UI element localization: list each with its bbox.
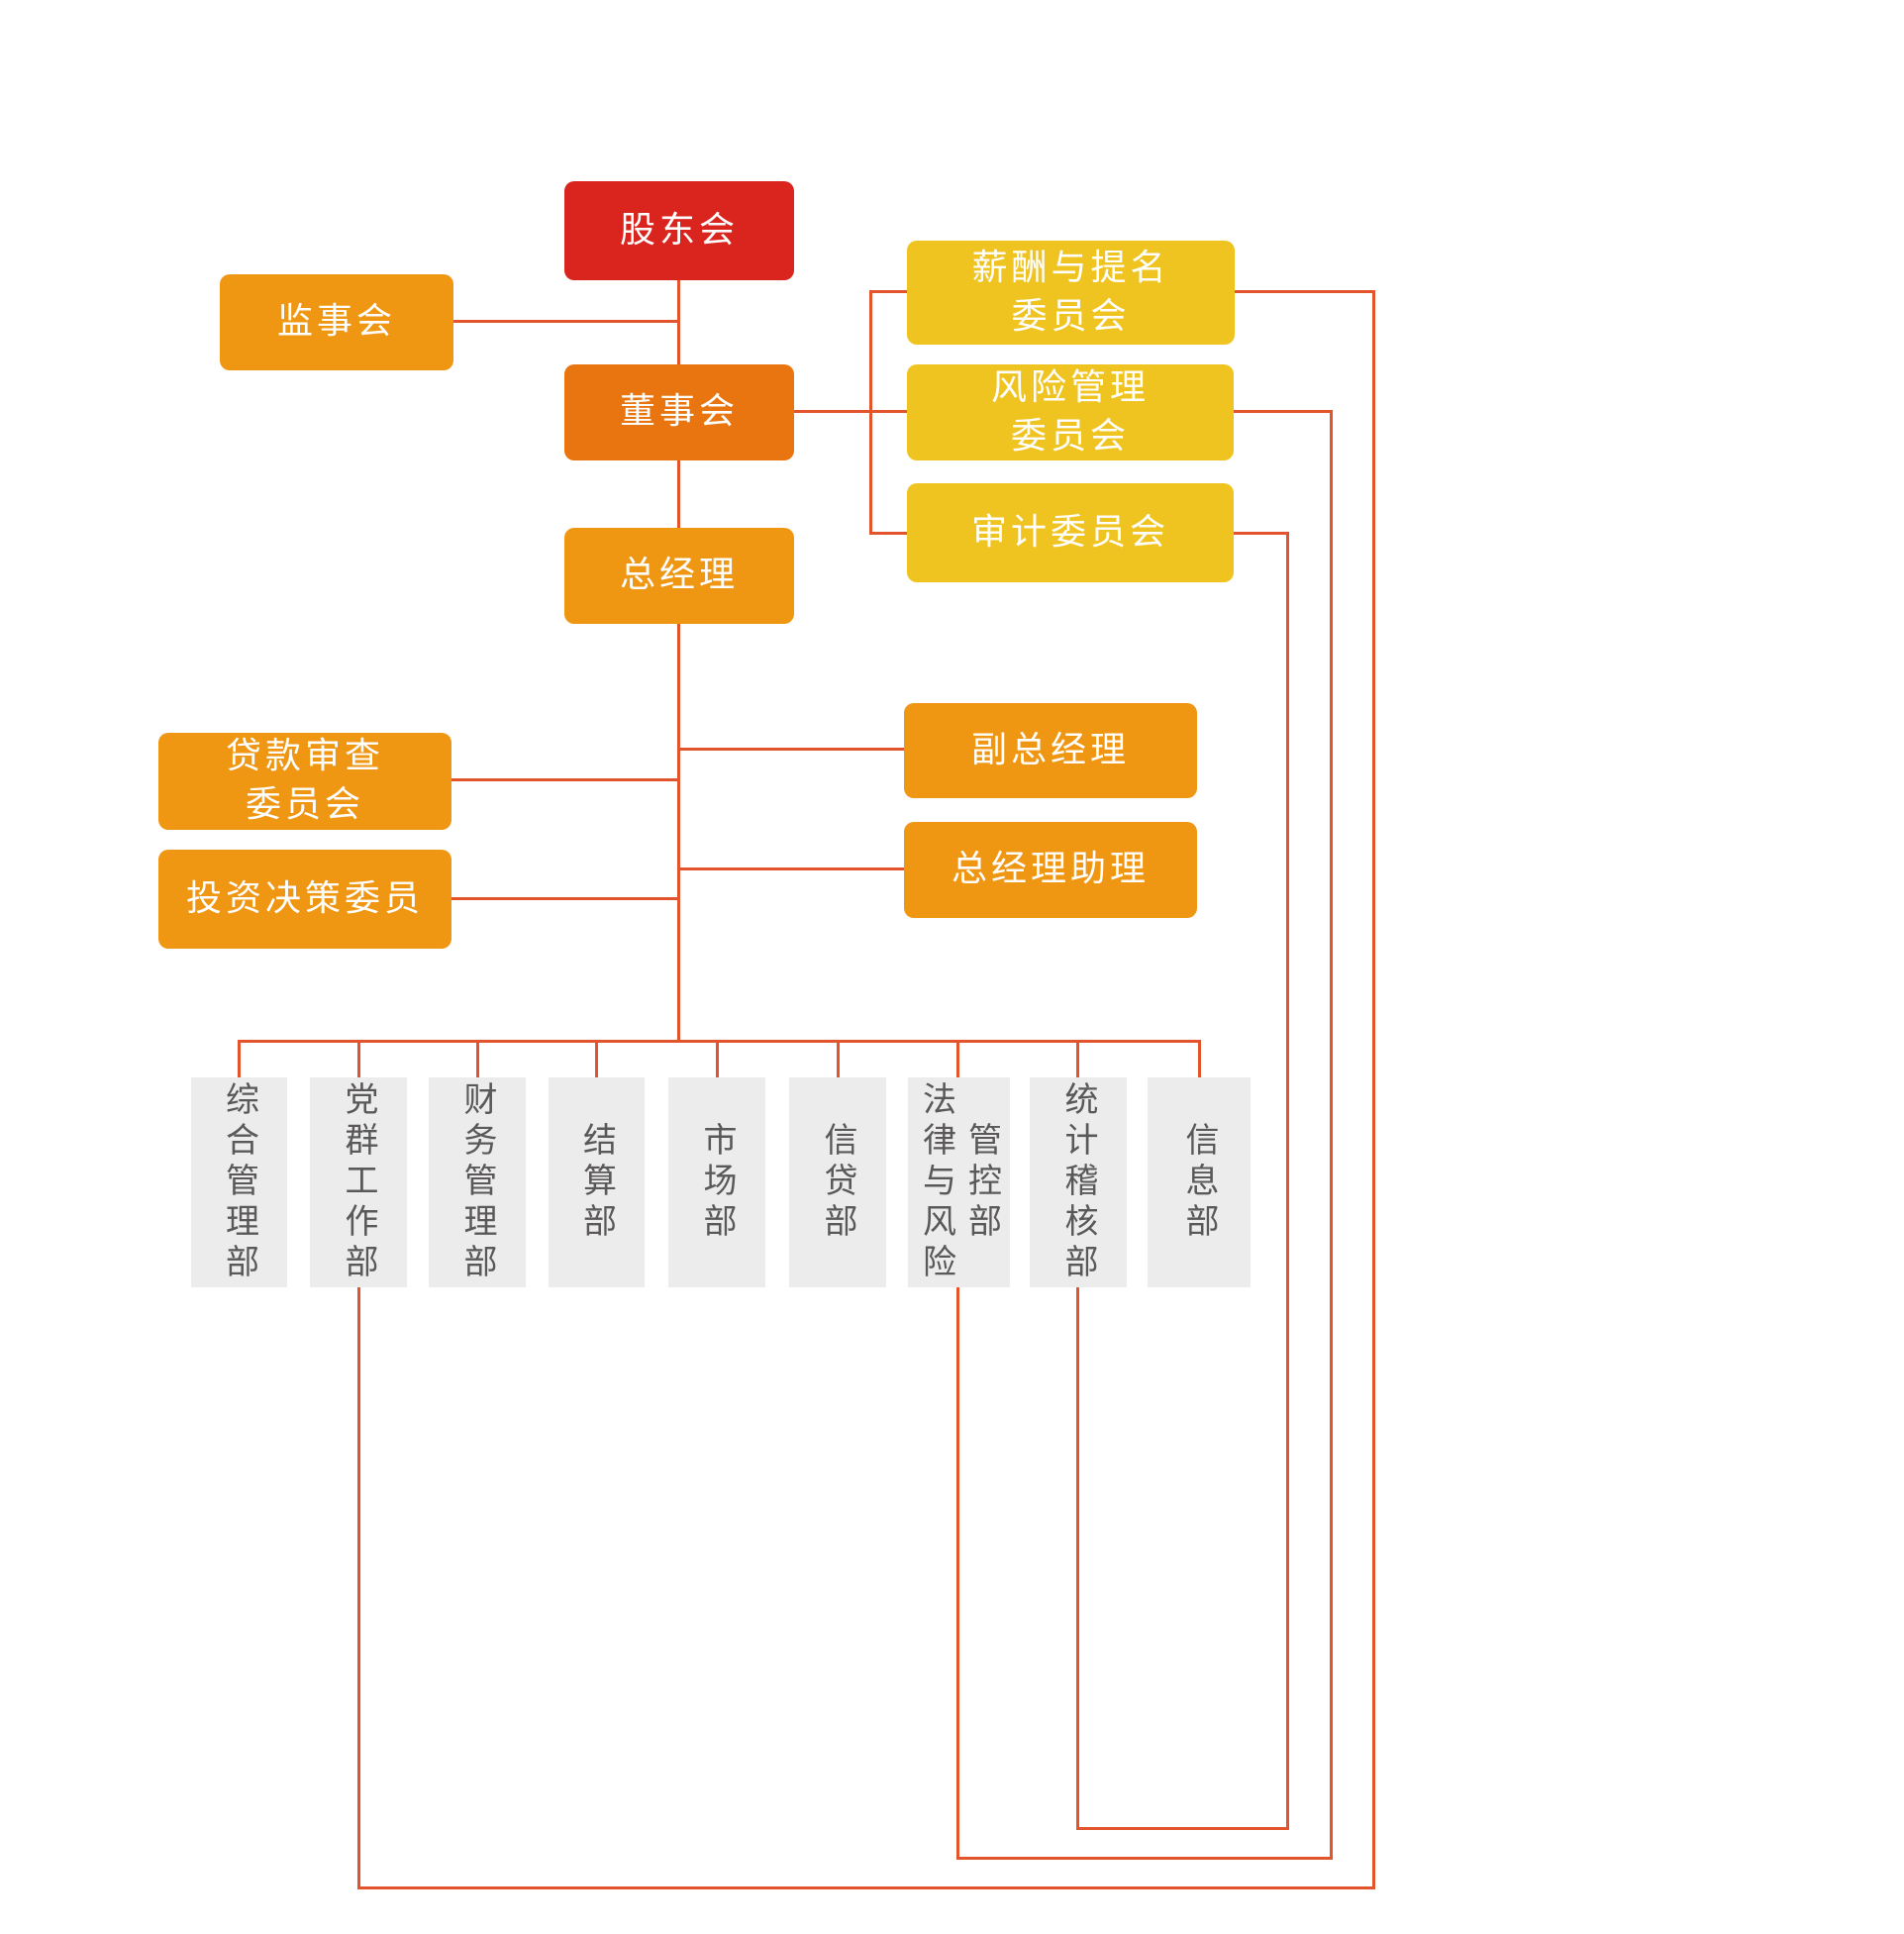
connector-drop-dept-6 [837,1040,840,1079]
connector-audit-bottom [1076,1827,1289,1830]
node-loan-review-committee: 贷款审查 委员会 [158,733,451,830]
dept-credit: 信贷部 [789,1077,886,1287]
dept-party-mass-work: 党群工作部 [310,1077,407,1287]
connector-drop-dept-4 [595,1040,598,1079]
connector-risk-bottom [956,1857,1333,1860]
node-supervisory-board-label: 监事会 [276,301,396,343]
node-general-manager: 总经理 [564,528,794,624]
dept-legal-risk-control: 法律与风险 管控部 [908,1077,1010,1287]
connector-departments-bus [238,1040,1201,1043]
connector-center-spine [677,280,680,1042]
node-gm-assistant: 总经理助理 [904,822,1197,918]
dept-statistics-audit-label: 统计稽核部 [1058,1080,1098,1284]
connector-remuneration-right [1235,290,1375,293]
connector-supervisory [453,320,679,323]
connector-drop-dept-3 [476,1040,479,1079]
connector-investment [451,897,679,900]
node-deputy-general-manager-label: 副总经理 [970,729,1130,770]
node-risk-committee-label: 风险管理 委员会 [990,366,1150,457]
connector-dept-8-down [1076,1287,1079,1830]
node-audit-committee: 审计委员会 [907,483,1234,582]
connector-audit-stub [869,532,907,535]
connector-risk-right [1234,410,1333,413]
connector-dept-2-down [357,1287,360,1889]
node-investment-committee: 投资决策委员 [158,850,451,949]
connector-remuneration-stub [869,290,907,293]
connector-drop-dept-8 [1076,1040,1079,1079]
dept-information: 信息部 [1148,1077,1251,1287]
node-shareholders: 股东会 [564,181,794,280]
node-general-manager-label: 总经理 [619,555,739,596]
dept-credit-label: 信贷部 [818,1121,857,1244]
connector-audit-down [1286,532,1289,1830]
node-risk-committee: 风险管理 委员会 [907,364,1234,460]
connector-remuneration-down [1372,290,1375,1889]
dept-marketing-label: 市场部 [697,1121,737,1244]
connector-risk-down [1330,410,1333,1860]
connector-dept-7-down [956,1287,959,1860]
connector-drop-dept-9 [1198,1040,1201,1079]
node-deputy-general-manager: 副总经理 [904,703,1197,798]
dept-comprehensive-management: 综合管理部 [191,1077,287,1287]
connector-drop-dept-1 [238,1040,241,1079]
connector-remuneration-bottom [357,1886,1375,1889]
dept-information-label: 信息部 [1179,1121,1219,1244]
dept-financial-management: 财务管理部 [429,1077,526,1287]
dept-settlement-label: 结算部 [576,1121,617,1244]
connector-drop-dept-2 [357,1040,360,1079]
dept-marketing: 市场部 [668,1077,765,1287]
node-investment-committee-label: 投资决策委员 [185,877,424,919]
node-remuneration-committee-label: 薪酬与提名 委员会 [971,247,1170,337]
connector-audit-right [1234,532,1289,535]
node-remuneration-committee: 薪酬与提名 委员会 [907,241,1235,345]
connector-drop-dept-5 [716,1040,719,1079]
dept-comprehensive-management-label: 综合管理部 [219,1080,259,1284]
node-board-of-directors-label: 董事会 [619,391,739,433]
node-shareholders-label: 股东会 [619,209,739,251]
dept-settlement: 结算部 [549,1077,645,1287]
node-gm-assistant-label: 总经理助理 [951,849,1150,890]
connector-drop-dept-7 [956,1040,959,1079]
dept-statistics-audit: 统计稽核部 [1030,1077,1127,1287]
connector-committees-vertical [869,290,872,535]
dept-party-mass-work-label: 党群工作部 [339,1080,378,1284]
node-board-of-directors: 董事会 [564,364,794,460]
connector-deputy-gm [677,748,904,751]
connector-board-committees [792,410,907,413]
dept-legal-risk-control-label: 法律与风险 管控部 [916,1080,1002,1284]
node-loan-review-committee-label: 贷款审查 委员会 [225,736,384,825]
dept-financial-management-label: 财务管理部 [457,1080,497,1284]
connector-loan-review [451,778,679,781]
node-audit-committee-label: 审计委员会 [970,511,1169,553]
connector-gm-assistant [677,867,904,870]
node-supervisory-board: 监事会 [220,274,453,370]
